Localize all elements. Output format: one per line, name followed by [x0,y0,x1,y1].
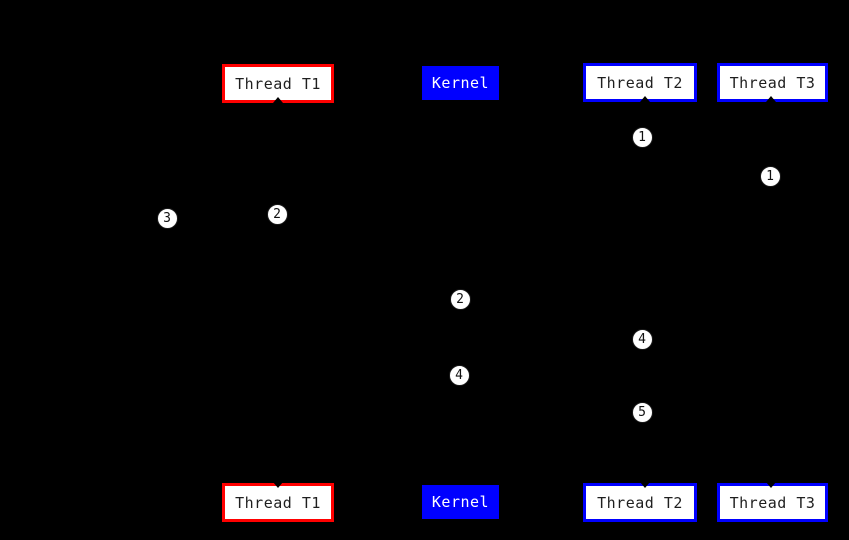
step-marker: 1 [759,165,781,187]
participant-label: Thread T3 [729,73,816,92]
participant-box-thread-t2-bottom: Thread T2 [583,483,697,522]
participant-label: Kernel [431,493,490,511]
lifeline-arrowhead-icon [273,482,283,488]
participant-box-thread-t1-top: Thread T1 [222,64,334,103]
step-marker: 1 [631,126,653,148]
step-marker: 3 [156,207,178,229]
participant-label: Kernel [431,74,490,92]
participant-box-thread-t3-bottom: Thread T3 [717,483,828,522]
step-marker: 4 [448,364,470,386]
step-marker: 2 [449,288,471,310]
lifeline-arrowhead-icon [766,96,776,102]
participant-label: Thread T3 [729,493,816,512]
participant-box-kernel-bottom: Kernel [422,485,499,519]
participant-box-kernel-top: Kernel [422,66,499,100]
lifeline-arrowhead-icon [273,97,283,103]
participant-box-thread-t1-bottom: Thread T1 [222,483,334,522]
step-marker: 5 [631,401,653,423]
step-marker: 4 [631,328,653,350]
step-marker: 2 [266,203,288,225]
participant-label: Thread T1 [235,74,321,93]
lifeline-arrowhead-icon [640,482,650,488]
participant-label: Thread T1 [235,493,321,512]
participant-label: Thread T2 [597,493,683,512]
participant-box-thread-t3-top: Thread T3 [717,63,828,102]
participant-label: Thread T2 [597,73,683,92]
participant-box-thread-t2-top: Thread T2 [583,63,697,102]
lifeline-arrowhead-icon [640,96,650,102]
lifeline-arrowhead-icon [766,482,776,488]
